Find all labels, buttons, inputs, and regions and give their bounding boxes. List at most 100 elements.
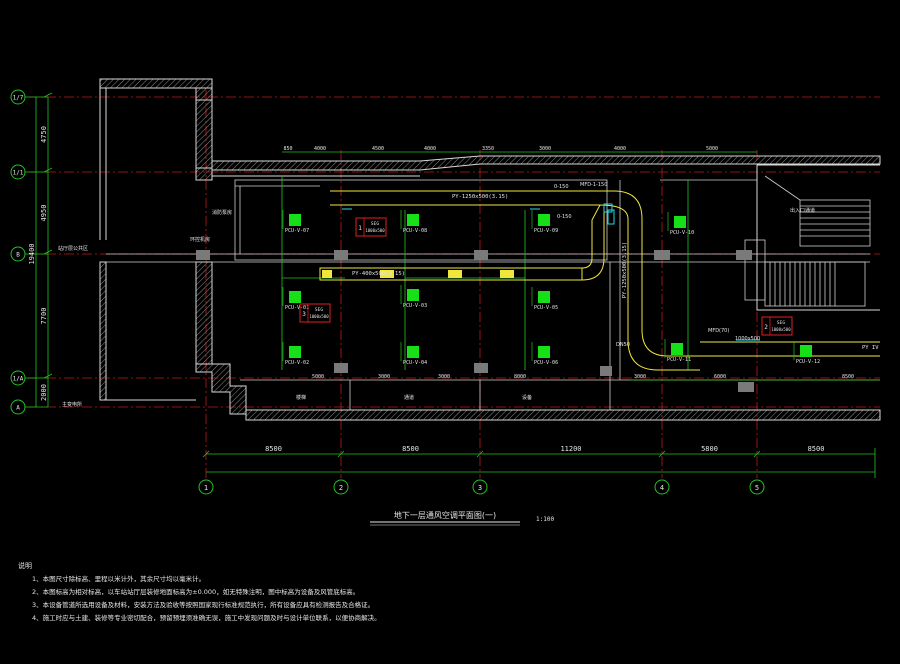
top-dimension-text: 5000 bbox=[706, 146, 718, 152]
fan-coil-unit: PCU-V-06 bbox=[531, 342, 558, 366]
fan-coil-unit: PCU-V-10 bbox=[667, 212, 694, 236]
row-axis-label: 1/7 bbox=[13, 95, 24, 102]
bottom-dimension-text: 8000 bbox=[514, 374, 526, 380]
col-axis-circle bbox=[333, 479, 349, 495]
fan-coil-unit-marker bbox=[800, 345, 812, 357]
drawing-title: 地下一层通风空调平面图(一) bbox=[394, 510, 496, 520]
col-axis-bubble: 5 bbox=[749, 479, 765, 495]
annotation-label: 0-150 bbox=[557, 214, 572, 220]
design-notes: 说明 1、本图尺寸除标高、里程以米计外，其余尺寸均以毫米计。 2、本图标高为相对… bbox=[18, 560, 381, 625]
fan-coil-unit-tag: PCU-V-07 bbox=[285, 228, 309, 234]
fan-coil-unit: PCU-V-12 bbox=[793, 341, 820, 365]
annotation-label: MFD-1-150 bbox=[580, 182, 607, 188]
bottom-dimension-text: 5000 bbox=[312, 374, 324, 380]
annotation-label: 出入口通道 bbox=[790, 207, 815, 214]
col-axis-label: 3 bbox=[478, 484, 482, 492]
top-dimension-text: 4500 bbox=[372, 146, 384, 152]
duct-size-label: PY-1250x500(3.15) bbox=[622, 242, 628, 298]
row-axis-bubble: 1/A bbox=[10, 370, 48, 386]
col-axis-label: 1 bbox=[204, 484, 208, 492]
col-dim-text: 8500 bbox=[808, 445, 825, 453]
fan-coil-unit-tag: PCU-V-05 bbox=[534, 305, 558, 311]
structural-columns bbox=[196, 250, 754, 392]
structural-walls bbox=[99, 78, 881, 421]
fan-coil-unit-tag: PCU-V-12 bbox=[796, 359, 820, 365]
annotation-label: 楼梯 bbox=[296, 394, 306, 401]
fan-coil-unit-marker bbox=[407, 346, 419, 358]
row-axis-label: 1/A bbox=[13, 376, 24, 383]
green-dimension-lines bbox=[281, 151, 880, 381]
col-dimension-chain bbox=[206, 448, 876, 478]
annotation-label: 消防泵房 bbox=[212, 209, 232, 216]
fan-coil-unit-tag: PCU-V-01 bbox=[285, 305, 309, 311]
fan-coil-unit-tag: PCU-V-04 bbox=[403, 360, 427, 366]
cyan-fittings bbox=[342, 203, 760, 341]
fan-coil-unit-tag: PCU-V-02 bbox=[285, 360, 309, 366]
top-dimension-text: 3350 bbox=[482, 146, 494, 152]
fan-coil-unit-marker bbox=[538, 214, 550, 226]
fan-coil-unit: PCU-V-05 bbox=[531, 287, 558, 311]
row-axis-label: B bbox=[16, 252, 20, 259]
fan-coil-unit-marker bbox=[674, 216, 686, 228]
annotation-label: MFD(70) bbox=[708, 328, 729, 334]
equipment-tag-frame bbox=[355, 217, 387, 237]
annotation-label: 1000x500 bbox=[735, 336, 760, 342]
fan-coil-unit-marker bbox=[289, 346, 301, 358]
col-axis-label: 2 bbox=[339, 484, 343, 492]
equipment-tag-line2: 1000x500 bbox=[309, 314, 329, 319]
fan-coil-unit-marker bbox=[289, 214, 301, 226]
annotation-label: 0-150 bbox=[554, 184, 569, 190]
top-dimension-text: 4000 bbox=[314, 146, 326, 152]
fan-coil-unit-marker bbox=[538, 291, 550, 303]
col-axis-circle bbox=[472, 479, 488, 495]
row-dimension-chain bbox=[35, 97, 49, 407]
equipment-tag-line1: SEG bbox=[315, 307, 323, 313]
bottom-dimension-text: 3000 bbox=[378, 374, 390, 380]
fan-coil-unit: PCU-V-01 bbox=[282, 287, 309, 311]
row-axis-label: A bbox=[16, 405, 20, 412]
col-axis-bubble: 4 bbox=[654, 479, 670, 495]
row-dim-tick bbox=[43, 92, 53, 98]
row-axis-bubble: 1/1 bbox=[10, 164, 48, 180]
annotation-label: 环控机房 bbox=[190, 236, 210, 243]
equipment-tag-number: 1 bbox=[358, 225, 362, 232]
equipment-tag-frame bbox=[761, 316, 793, 336]
fan-coil-unit: PCU-V-02 bbox=[282, 342, 309, 366]
equipment-tag-number: 2 bbox=[764, 324, 768, 331]
row-dim-text: 2000 bbox=[40, 384, 48, 401]
top-dimension-text: 4000 bbox=[614, 146, 626, 152]
col-dim-text: 8500 bbox=[402, 445, 419, 453]
col-axis-circle bbox=[749, 479, 765, 495]
annotation-label: 设备 bbox=[522, 394, 532, 401]
fan-coil-unit-tag: PCU-V-10 bbox=[670, 230, 694, 236]
col-dim-text: 5800 bbox=[701, 445, 718, 453]
equipment-tag-line2: 1000x500 bbox=[771, 327, 791, 332]
annotation-label: 站厅层公共区 bbox=[58, 245, 88, 252]
equipment-tag-line1: SEG bbox=[371, 221, 379, 227]
annotation-label: DN50 bbox=[616, 342, 630, 348]
row-dim-text: 4950 bbox=[40, 205, 48, 222]
fan-coil-unit: PCU-V-04 bbox=[400, 342, 427, 366]
duct-size-label: PY-1250x500(3.15) bbox=[452, 194, 508, 200]
fan-coil-unit: PCU-V-11 bbox=[664, 339, 691, 363]
equipment-tag-frame bbox=[299, 303, 331, 323]
col-axis-circle bbox=[654, 479, 670, 495]
col-axis-label: 4 bbox=[660, 484, 664, 492]
overall-row-dimension: 19400 bbox=[28, 243, 36, 264]
top-dimension-text: 3000 bbox=[539, 146, 551, 152]
fan-coil-unit-tag: PCU-V-11 bbox=[667, 357, 691, 363]
fan-coil-unit-marker bbox=[671, 343, 683, 355]
note-item-2: 2、本图标高为相对标高，以车站站厅层装修地面标高为±0.000，如无特殊注明，图… bbox=[32, 588, 360, 596]
duct-fittings bbox=[322, 270, 514, 278]
equipment-tag-line2: 1000x500 bbox=[365, 228, 385, 233]
air-ducts bbox=[319, 190, 880, 371]
note-item-1: 1、本图尺寸除标高、里程以米计外，其余尺寸均以毫米计。 bbox=[32, 575, 206, 583]
equipment-tag-number: 3 bbox=[302, 311, 306, 318]
col-dim-text: 8500 bbox=[265, 445, 282, 453]
row-axis-bubble: 1/7 bbox=[10, 89, 48, 105]
fan-coil-unit-tag: PCU-V-03 bbox=[403, 303, 427, 309]
col-axis-label: 5 bbox=[755, 484, 759, 492]
fan-coil-unit: PCU-V-07 bbox=[282, 210, 309, 234]
